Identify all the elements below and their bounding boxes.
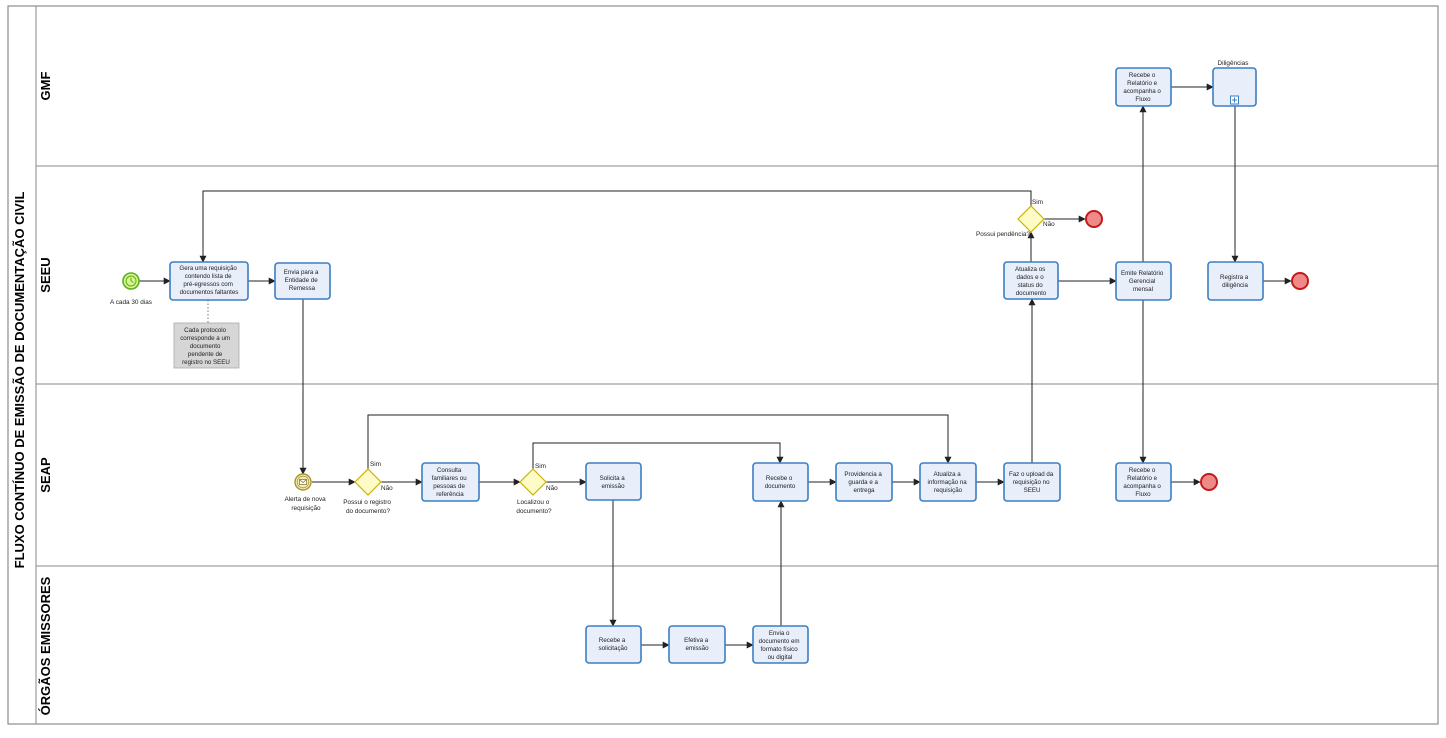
task-providencia-guarda[interactable]: Providencia a guarda e a entrega bbox=[835, 462, 893, 502]
task-upload-requisicao[interactable]: Faz o upload da requisição no SEEU bbox=[1003, 462, 1061, 502]
start-event-label: A cada 30 dias bbox=[110, 299, 152, 306]
svg-text:Recebe o documento: Recebe o documento bbox=[765, 475, 796, 490]
end-event-pendencia bbox=[1085, 210, 1103, 228]
task-registra-diligencia[interactable]: Registra a diligência bbox=[1207, 261, 1264, 301]
svg-text:Providencia a guarda e a: Providencia a guarda e a entrega bbox=[844, 471, 883, 494]
task-recebe-documento[interactable]: Recebe o documento bbox=[752, 462, 809, 502]
text-annotation-box bbox=[173, 322, 240, 369]
flow-label-sim-3: Sim bbox=[1032, 199, 1043, 206]
svg-text:Atualiza os dados e o: Atualiza os dados e o status do document… bbox=[1015, 266, 1047, 297]
task-gera-requisicao[interactable]: Gera uma requisição contendo lista de pr… bbox=[169, 261, 249, 301]
gateway-localizou-label: Localizou o documento? bbox=[516, 499, 552, 515]
svg-text:Recebe o Relatório e: Recebe o Relatório e acompanha o Fluxo bbox=[1123, 467, 1162, 498]
pool-title: FLUXO CONTÍNUO DE EMISSÃO DE DOCUMENTAÇÃ… bbox=[12, 192, 27, 569]
flow-label-sim-2: Sim bbox=[535, 463, 546, 470]
task-recebe-relatorio-gmf[interactable]: Recebe o Relatório e acompanha o Fluxo bbox=[1115, 67, 1172, 107]
svg-text:Solicita a emissão: Solicita a emissão bbox=[600, 475, 627, 490]
message-event-label: Alerta de nova requisição bbox=[285, 496, 328, 512]
svg-text:Gera uma requisição cont: Gera uma requisição contendo lista de pr… bbox=[179, 265, 238, 296]
pool-frame bbox=[7, 5, 1439, 725]
task-consulta-familiares[interactable]: Consulta familiares ou pessoas de referê… bbox=[421, 462, 480, 502]
flow-label-sim-1: Sim bbox=[370, 461, 381, 468]
svg-text:Recebe o Relatório e: Recebe o Relatório e acompanha o Fluxo bbox=[1123, 72, 1162, 103]
subprocess-diligencias[interactable] bbox=[1212, 67, 1257, 107]
flow-label-nao-1: Não bbox=[381, 485, 393, 492]
svg-text:Recebe a solicitação: Recebe a solicitação bbox=[599, 637, 628, 652]
svg-text:Faz o upload da requisiç: Faz o upload da requisição no SEEU bbox=[1009, 471, 1055, 494]
flow-label-nao-2: Não bbox=[546, 485, 558, 492]
lane-title-orgaos: ÓRGÃOS EMISSORES bbox=[38, 576, 53, 715]
svg-text:Atualiza a informação na: Atualiza a informação na requisição bbox=[928, 471, 969, 494]
gateway-pendencia-label: Possui pendência? bbox=[976, 231, 1030, 238]
svg-text:Emite Relatório Gerencia: Emite Relatório Gerencial mensal bbox=[1121, 270, 1165, 293]
message-catch-event bbox=[294, 473, 312, 491]
task-solicita-emissao[interactable]: Solicita a emissão bbox=[585, 462, 642, 501]
gateway-localizou bbox=[519, 468, 547, 496]
svg-text:Registra a diligência: Registra a diligência bbox=[1220, 274, 1250, 289]
task-envia-entidade[interactable]: Envia para a Entidade de Remessa bbox=[274, 262, 331, 300]
flow-label-nao-3: Não bbox=[1043, 221, 1055, 228]
task-efetiva-emissao[interactable]: Efetiva a emissão bbox=[668, 625, 726, 664]
end-event-seap bbox=[1200, 473, 1218, 491]
lane-title-seeu: SEEU bbox=[38, 257, 53, 292]
gateway-possui-registro bbox=[354, 468, 382, 496]
sequence-flows bbox=[139, 83, 1292, 649]
task-atualiza-informacao[interactable]: Atualiza a informação na requisição bbox=[919, 462, 977, 502]
gateway-possui-registro-label: Possui o registro do documento? bbox=[343, 499, 392, 515]
lane-title-seap: SEAP bbox=[38, 457, 53, 493]
subprocess-diligencias-label: Diligências bbox=[1218, 60, 1249, 67]
task-atualiza-dados[interactable]: Atualiza os dados e o status do document… bbox=[1003, 261, 1059, 300]
start-timer-event bbox=[122, 272, 140, 290]
task-recebe-relatorio-seap[interactable]: Recebe o Relatório e acompanha o Fluxo bbox=[1115, 462, 1172, 502]
svg-text:Envia para a Entidade de: Envia para a Entidade de Remessa bbox=[284, 269, 320, 292]
svg-text:Efetiva a emissão: Efetiva a emissão bbox=[684, 637, 710, 652]
end-event-registra bbox=[1291, 272, 1309, 290]
task-envia-documento[interactable]: Envia o documento em formato físico ou d… bbox=[752, 625, 809, 664]
task-emite-relatorio[interactable]: Emite Relatório Gerencial mensal bbox=[1115, 261, 1172, 301]
lane-title-gmf: GMF bbox=[38, 72, 53, 101]
task-recebe-solicitacao[interactable]: Recebe a solicitação bbox=[585, 625, 642, 664]
svg-text:Consulta familiares ou: Consulta familiares ou pessoas de referê… bbox=[432, 467, 469, 498]
text-annotation: Cada protocolo corresponde a um document… bbox=[180, 327, 232, 366]
gateway-pendencia bbox=[1017, 205, 1045, 233]
svg-text:Envia o documento em: Envia o documento em formato físico ou d… bbox=[759, 630, 802, 661]
